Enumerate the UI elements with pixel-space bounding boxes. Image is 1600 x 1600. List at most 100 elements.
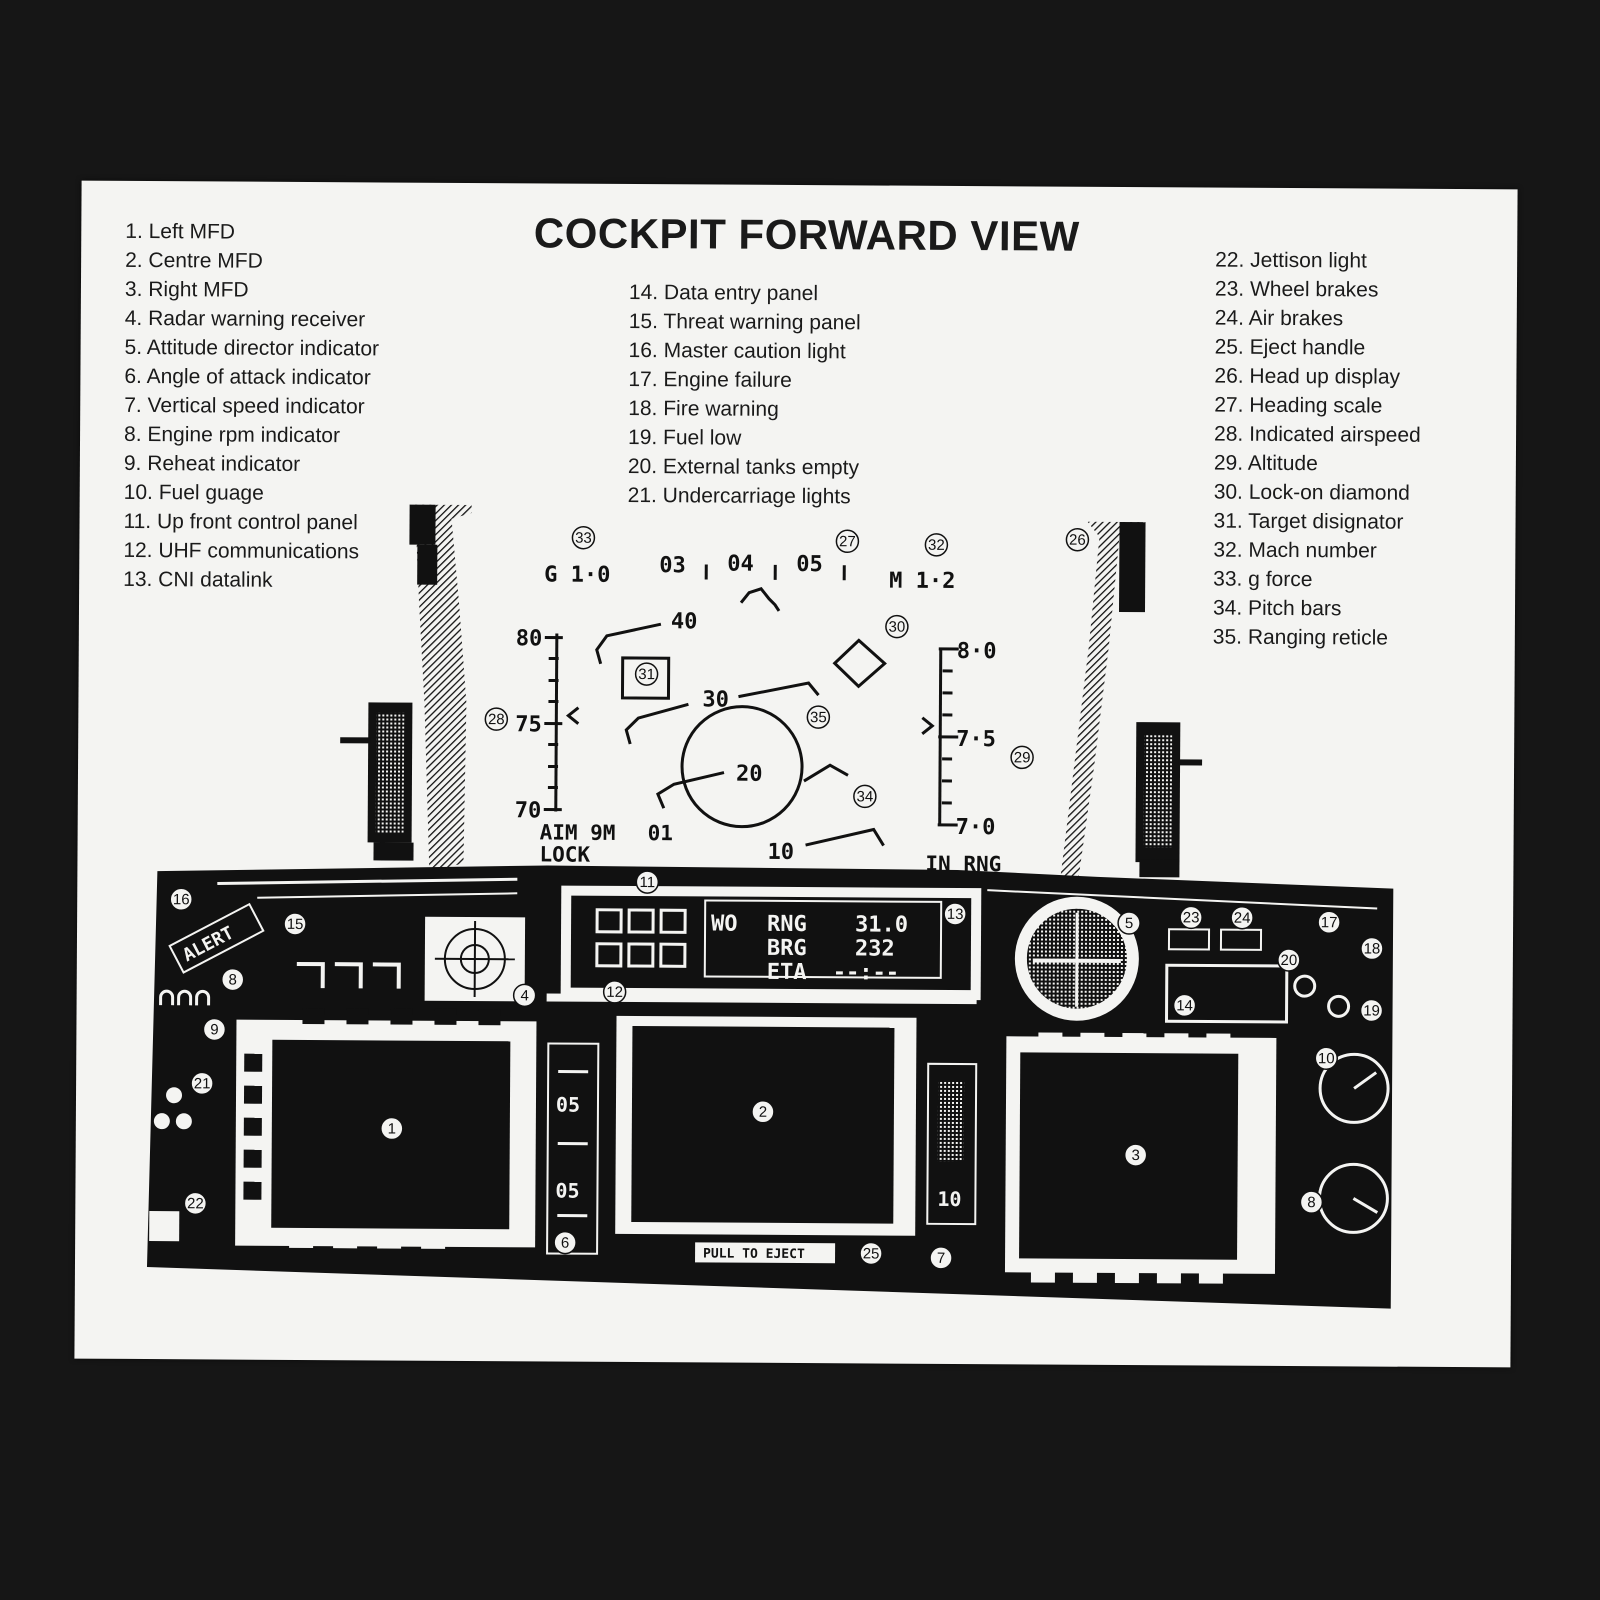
hud-readouts: G 1·0 M 1·2 03 04 05 80 75 70 8·0 7·5 7·… bbox=[515, 552, 1002, 877]
air-brakes-light bbox=[1219, 928, 1263, 951]
callout-number: 21 bbox=[194, 1075, 211, 1092]
callout-number: 30 bbox=[889, 619, 906, 636]
callout-34: 34 bbox=[853, 784, 877, 809]
callout-number: 7 bbox=[937, 1250, 945, 1267]
mach-readout: M 1·2 bbox=[889, 569, 955, 594]
attitude-director-indicator bbox=[1014, 896, 1139, 1021]
callout-circle bbox=[512, 983, 537, 1008]
data-wo: WO bbox=[711, 911, 738, 936]
callout-circle bbox=[859, 1241, 883, 1266]
callout-circle bbox=[1314, 1046, 1339, 1070]
up-front-control-panel bbox=[546, 885, 982, 1005]
callout-number: 35 bbox=[810, 709, 827, 726]
callout-number: 1 bbox=[388, 1121, 396, 1138]
heading-05: 05 bbox=[796, 552, 823, 577]
aoa-lower-value: 05 bbox=[555, 1179, 579, 1203]
callout-12: 12 bbox=[602, 980, 627, 1004]
wheel-brakes-light bbox=[1167, 928, 1211, 951]
left-canopy-strut bbox=[340, 504, 472, 873]
callout-circle bbox=[929, 1246, 953, 1270]
callout-32: 32 bbox=[924, 533, 949, 557]
callout-19: 19 bbox=[1359, 998, 1384, 1023]
callout-7: 7 bbox=[929, 1246, 953, 1270]
callout-33: 33 bbox=[571, 525, 596, 550]
heading-04: 04 bbox=[727, 552, 754, 577]
callout-number: 33 bbox=[575, 530, 592, 547]
callout-circle bbox=[202, 1017, 227, 1042]
alt-7: 7·0 bbox=[956, 815, 996, 840]
eject-label: PULL TO EJECT bbox=[703, 1246, 805, 1262]
callout-18: 18 bbox=[1360, 936, 1384, 961]
weapon-type: AIM 9M bbox=[540, 820, 616, 844]
aoa-upper-value: 05 bbox=[556, 1093, 580, 1117]
callout-10: 10 bbox=[1314, 1046, 1339, 1070]
callout-28: 28 bbox=[484, 707, 509, 731]
cni-data-readout: WO RNG 31.0 BRG 232 ETA --:-- bbox=[711, 911, 908, 985]
callout-circle bbox=[571, 525, 596, 550]
g-force-readout: G 1·0 bbox=[544, 562, 610, 587]
callout-8: 8 bbox=[220, 967, 245, 992]
callout-circle bbox=[635, 870, 660, 894]
reheat-indicator bbox=[159, 989, 211, 1006]
data-brg-key: BRG bbox=[767, 936, 807, 961]
callout-number: 25 bbox=[863, 1245, 880, 1262]
vsi-value: 10 bbox=[937, 1187, 961, 1211]
callout-number: 8 bbox=[1307, 1194, 1315, 1211]
callout-3: 3 bbox=[1123, 1143, 1148, 1167]
warning-lamps bbox=[1293, 974, 1351, 1018]
callout-circle bbox=[220, 967, 245, 992]
callout-21: 21 bbox=[190, 1071, 214, 1096]
callout-circle bbox=[1065, 527, 1090, 552]
callout-circle bbox=[602, 980, 627, 1004]
callout-35: 35 bbox=[806, 705, 831, 729]
callout-number: 27 bbox=[839, 533, 856, 550]
callout-circle bbox=[484, 707, 509, 731]
callout-26: 26 bbox=[1065, 527, 1090, 552]
callout-circle bbox=[1299, 1190, 1324, 1214]
callout-5: 5 bbox=[1117, 911, 1141, 935]
callout-circle bbox=[1172, 993, 1197, 1018]
callout-circle bbox=[924, 533, 949, 557]
callout-30: 30 bbox=[885, 614, 909, 639]
threat-warning-panel bbox=[296, 961, 401, 989]
eject-handle: PULL TO EJECT bbox=[695, 1242, 836, 1264]
callout-number: 4 bbox=[520, 987, 528, 1004]
left-mfd-buttons bbox=[243, 1007, 501, 1200]
callout-4: 4 bbox=[512, 983, 537, 1008]
callout-circle bbox=[1317, 910, 1341, 935]
callout-15: 15 bbox=[283, 912, 307, 936]
callout-number: 19 bbox=[1363, 1002, 1380, 1019]
right-canopy-strut bbox=[1059, 521, 1203, 887]
data-eta-value: --:-- bbox=[833, 960, 899, 985]
callout-number: 13 bbox=[947, 906, 964, 923]
data-eta-key: ETA bbox=[767, 960, 807, 985]
callout-circle bbox=[169, 887, 193, 911]
speed-80: 80 bbox=[516, 626, 543, 651]
callout-number: 20 bbox=[1280, 952, 1297, 969]
callout-number: 16 bbox=[173, 891, 190, 908]
data-entry-panel bbox=[1164, 963, 1289, 1024]
callout-circle bbox=[183, 1191, 208, 1216]
callout-circle bbox=[553, 1230, 577, 1255]
data-brg-value: 232 bbox=[855, 936, 895, 961]
callout-29: 29 bbox=[1010, 745, 1034, 770]
heading-03: 03 bbox=[659, 553, 686, 578]
radar-warning-receiver bbox=[424, 916, 526, 1002]
callout-16: 16 bbox=[169, 887, 193, 911]
callout-number: 24 bbox=[1234, 910, 1251, 927]
callout-number: 22 bbox=[187, 1195, 204, 1212]
callout-number: 28 bbox=[488, 711, 505, 728]
callout-number: 9 bbox=[210, 1021, 218, 1038]
callout-number: 11 bbox=[639, 874, 655, 891]
callout-circle bbox=[634, 662, 659, 686]
callout-circle bbox=[1117, 911, 1141, 935]
speed-75: 75 bbox=[515, 712, 542, 737]
callout-circle bbox=[1277, 948, 1301, 972]
alt-7-5: 7·5 bbox=[956, 727, 996, 752]
fuel-gauge bbox=[1318, 1052, 1390, 1124]
callout-23: 23 bbox=[1179, 905, 1203, 930]
pitch-20: 20 bbox=[736, 762, 763, 787]
callout-circle bbox=[1010, 745, 1034, 770]
callout-number: 14 bbox=[1176, 997, 1193, 1014]
